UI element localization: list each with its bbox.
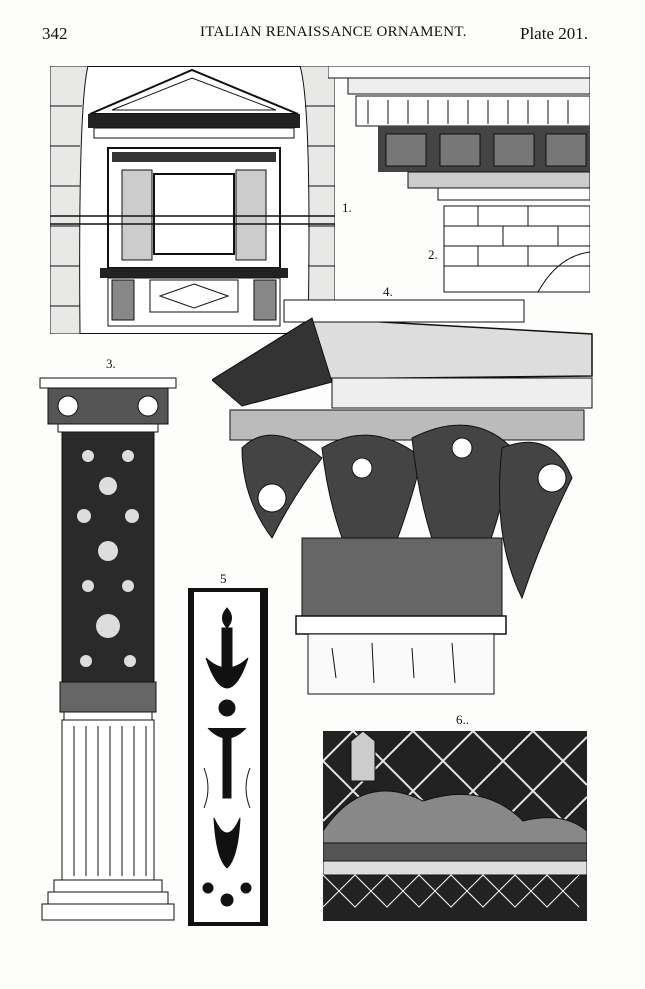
figure-1-window	[50, 66, 335, 334]
figure-3-label: 3.	[106, 356, 116, 371]
figure-4-label: 4.	[383, 284, 393, 299]
figure-5-panel	[188, 588, 268, 926]
figure-3-pilaster	[38, 376, 178, 922]
relief-frieze-lattice-icon	[323, 731, 587, 921]
plate-number: Plate 201.	[520, 24, 588, 43]
figure-6-frieze	[323, 731, 587, 921]
cornice-entablature-icon	[328, 66, 590, 293]
window-with-pediment-icon	[50, 66, 335, 334]
figure-5-label: 5	[220, 571, 227, 586]
page-number: 342	[42, 24, 68, 43]
figure-2-cornice	[328, 66, 590, 298]
painted-panel-icon	[188, 588, 268, 926]
corinthian-capital-icon	[212, 299, 593, 695]
figure-1-label: 1.	[342, 200, 352, 215]
figure-2-label: 2.	[428, 247, 438, 262]
page-header: 342 ITALIAN RENAISSANCE ORNAMENT. Plate …	[0, 0, 645, 60]
figure-4-capital	[212, 298, 594, 698]
ornamented-pilaster-icon	[39, 377, 177, 921]
plate-title: ITALIAN RENAISSANCE ORNAMENT.	[200, 24, 467, 40]
figure-6-label: 6..	[456, 712, 469, 727]
